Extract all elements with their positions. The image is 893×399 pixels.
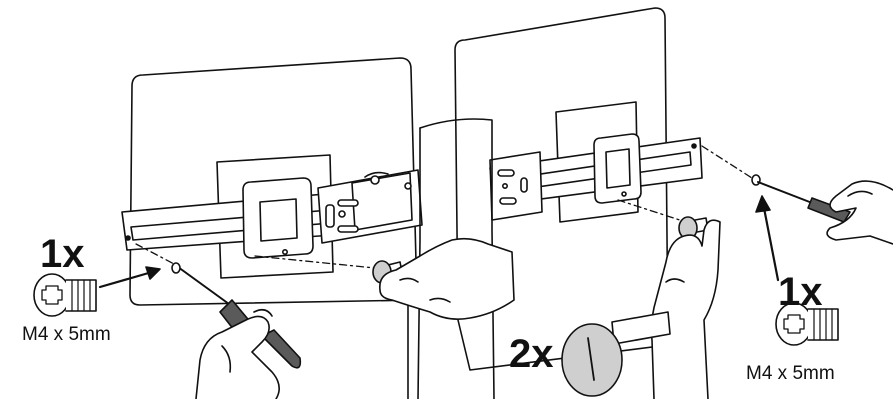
center-knob-quantity: 2x xyxy=(509,334,554,374)
left-screw-quantity: 1x xyxy=(40,234,85,274)
right-mount-bracket xyxy=(594,134,641,203)
right-screw-quantity: 1x xyxy=(778,272,823,312)
right-hand-top xyxy=(827,181,893,244)
right-screw-spec: M4 x 5mm xyxy=(746,364,835,383)
left-mount-bracket xyxy=(243,178,313,258)
right-arrow xyxy=(756,196,778,280)
left-screw-detail xyxy=(34,274,96,316)
left-screw-spec: M4 x 5mm xyxy=(22,325,111,344)
right-joint xyxy=(490,152,542,220)
